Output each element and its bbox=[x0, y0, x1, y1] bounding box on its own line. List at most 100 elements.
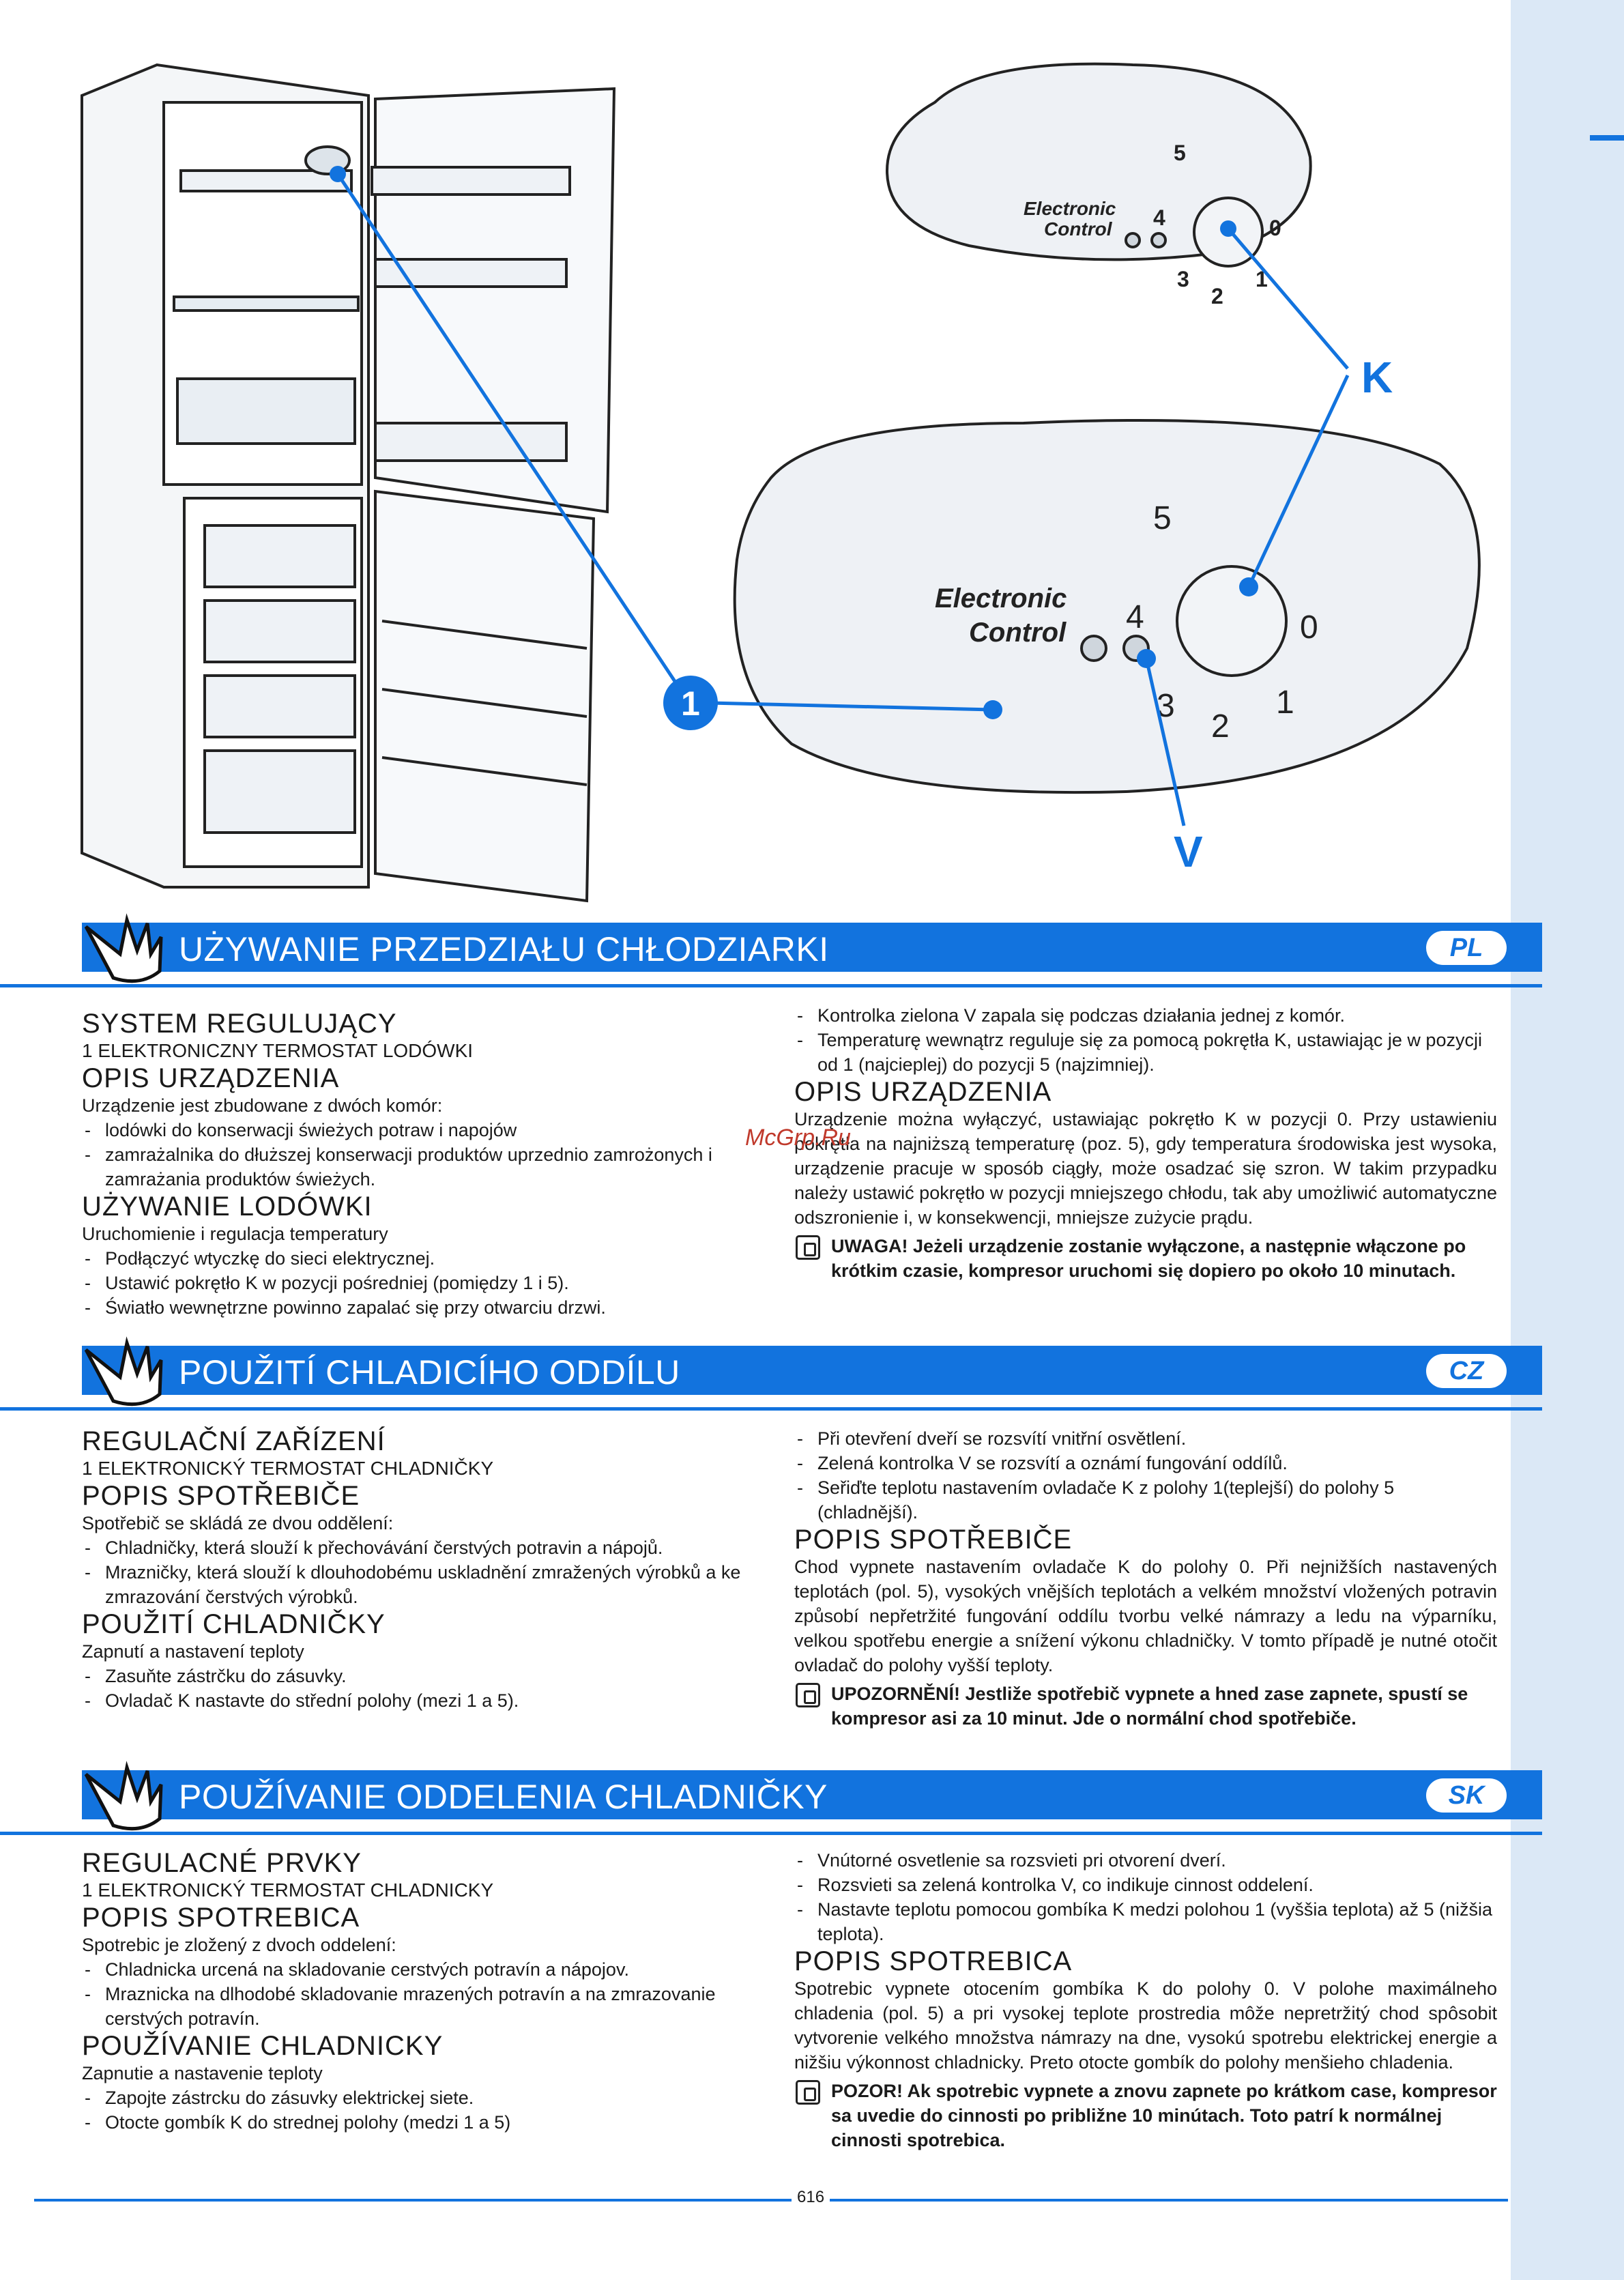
heading-description: OPIS URZĄDZENIA bbox=[82, 1063, 340, 1093]
indicator-list: Vnútorné osvetlenie sa rozsvieti pri otv… bbox=[794, 1848, 1497, 1946]
large-dial-num-1: 1 bbox=[1276, 684, 1294, 721]
hand-icon bbox=[84, 913, 163, 983]
header-underline bbox=[0, 984, 1542, 987]
large-dial-num-4: 4 bbox=[1126, 599, 1144, 635]
small-dial-brand-line2: Control bbox=[1044, 218, 1113, 240]
list-item: lodówki do konserwacji świeżych potraw i… bbox=[82, 1118, 785, 1142]
large-dial-num-5: 5 bbox=[1153, 500, 1172, 536]
list-item: Při otevření dveří se rozsvítí vnitřní o… bbox=[794, 1426, 1497, 1451]
warning-note: UWAGA! Jeżeli urządzenie zostanie wyłącz… bbox=[794, 1234, 1497, 1283]
subheading-thermostat: 1 ELEKTRONICKÝ TERMOSTAT CHLADNIČKY bbox=[82, 1458, 494, 1479]
warning-icon bbox=[796, 1683, 820, 1707]
description-text: Urządzenie można wyłączyć, ustawiając po… bbox=[794, 1109, 1497, 1228]
list-item: Zapojte zástrcku do zásuvky elektrickej … bbox=[82, 2086, 785, 2110]
list-item: Temperaturę wewnątrz reguluje się za pom… bbox=[794, 1028, 1497, 1077]
language-badge: CZ bbox=[1426, 1354, 1507, 1388]
description-text: Spotrebic je zložený z dvoch oddelení: bbox=[82, 1935, 396, 1955]
list-item: Seřiďte teplotu nastavením ovladače K z … bbox=[794, 1475, 1497, 1525]
heading-usage: POUŽITÍ CHLADNIČKY bbox=[82, 1609, 386, 1639]
warning-text: POZOR! Ak spotrebic vypnete a znovu zapn… bbox=[831, 2081, 1497, 2150]
callout-k-label: K bbox=[1361, 353, 1393, 402]
usage-text: Zapnutie a nastavenie teploty bbox=[82, 2063, 323, 2083]
section-title: POUŽITÍ CHLADICÍHO ODDÍLU bbox=[179, 1353, 680, 1391]
list-item: Kontrolka zielona V zapala się podczas d… bbox=[794, 1003, 1497, 1028]
warning-note: UPOZORNĚNÍ! Jestliže spotřebič vypnete a… bbox=[794, 1682, 1497, 1731]
watermark: McGrp.Ru bbox=[745, 1125, 851, 1151]
warning-note: POZOR! Ak spotrebic vypnete a znovu zapn… bbox=[794, 2079, 1497, 2152]
hand-icon bbox=[84, 1336, 163, 1406]
fridge-drawing bbox=[81, 63, 616, 903]
description-list: lodówki do konserwacji świeżych potraw i… bbox=[82, 1118, 785, 1192]
small-dial-num-3: 3 bbox=[1177, 267, 1189, 291]
section-header-cz: POUŽITÍ CHLADICÍHO ODDÍLU CZ bbox=[0, 1336, 1542, 1411]
description-list: Chladničky, která slouží k přechovávání … bbox=[82, 1535, 785, 1609]
footer-line bbox=[34, 2199, 1508, 2202]
subheading-thermostat: 1 ELEKTRONICZNY TERMOSTAT LODÓWKI bbox=[82, 1040, 474, 1061]
list-item: Ustawić pokrętło K w pozycji pośredniej … bbox=[82, 1271, 785, 1295]
list-item: Zelená kontrolka V se rozsvítí a oznámí … bbox=[794, 1451, 1497, 1475]
usage-text: Uruchomienie i regulacja temperatury bbox=[82, 1224, 388, 1244]
list-item: Chladnicka urcená na skladovanie cerstvý… bbox=[82, 1957, 785, 1982]
list-item: Otocte gombík K do strednej polohy (medz… bbox=[82, 2110, 785, 2135]
section-header-sk: POUŽÍVANIE ODDELENIA CHLADNIČKY SK bbox=[0, 1761, 1542, 1835]
heading-description: POPIS SPOTREBICA bbox=[794, 1946, 1073, 1976]
callout-v-label: V bbox=[1174, 827, 1203, 876]
usage-text: Zapnutí a nastavení teploty bbox=[82, 1641, 304, 1662]
heading-description: POPIS SPOTŘEBIČE bbox=[794, 1525, 1073, 1555]
heading-usage: UŻYWANIE LODÓWKI bbox=[82, 1192, 373, 1222]
large-dial-brand-line1: Electronic bbox=[935, 583, 1067, 614]
language-badge: PL bbox=[1426, 931, 1507, 965]
warning-text: UPOZORNĚNÍ! Jestliže spotřebič vypnete a… bbox=[831, 1684, 1468, 1729]
description-text: Spotrebic vypnete otocením gombíka K do … bbox=[794, 1978, 1497, 2073]
list-item: Mrazničky, která slouží k dlouhodobému u… bbox=[82, 1560, 785, 1609]
callout-lines bbox=[336, 173, 1350, 826]
header-bar bbox=[82, 1346, 1542, 1395]
header-underline bbox=[0, 1832, 1542, 1835]
description-text: Urządzenie jest zbudowane z dwóch komór: bbox=[82, 1095, 443, 1116]
header-underline bbox=[0, 1407, 1542, 1411]
callout-1-circle bbox=[663, 676, 718, 730]
fridge-illustration: Electronic Control 5 4 3 2 1 0 Electroni… bbox=[81, 62, 1481, 903]
list-item: Ovladač K nastavte do střední polohy (me… bbox=[82, 1688, 785, 1713]
page-number: 22 bbox=[49, 932, 81, 964]
header-bar bbox=[82, 1770, 1542, 1819]
small-dial-num-4: 4 bbox=[1153, 205, 1165, 230]
cz-left-column: REGULAČNÍ ZAŘÍZENÍ 1 ELEKTRONICKÝ TERMOS… bbox=[82, 1426, 785, 1713]
hand-icon bbox=[84, 1761, 163, 1831]
usage-list: Podłączyć wtyczkę do sieci elektrycznej.… bbox=[82, 1246, 785, 1320]
large-dial-brand-line2: Control bbox=[969, 618, 1067, 648]
list-item: Vnútorné osvetlenie sa rozsvieti pri otv… bbox=[794, 1848, 1497, 1873]
list-item: Światło wewnętrzne powinno zapalać się p… bbox=[82, 1295, 785, 1320]
warning-text: UWAGA! Jeżeli urządzenie zostanie wyłącz… bbox=[831, 1236, 1466, 1281]
description-text: Spotřebič se skládá ze dvou oddělení: bbox=[82, 1513, 394, 1533]
language-badge: SK bbox=[1426, 1778, 1507, 1813]
heading-usage: POUŽÍVANIE CHLADNICKY bbox=[82, 2031, 444, 2061]
heading-description: OPIS URZĄDZENIA bbox=[794, 1077, 1052, 1107]
side-color-strip bbox=[1511, 0, 1624, 2280]
list-item: Nastavte teplotu pomocou gombíka K medzi… bbox=[794, 1897, 1497, 1946]
description-text: Chod vypnete nastavením ovladače K do po… bbox=[794, 1557, 1497, 1675]
large-dial-num-2: 2 bbox=[1211, 708, 1230, 745]
sk-right-column: Vnútorné osvetlenie sa rozsvieti pri otv… bbox=[794, 1848, 1497, 2152]
list-item: Podłączyć wtyczkę do sieci elektrycznej. bbox=[82, 1246, 785, 1271]
large-dial-num-0: 0 bbox=[1300, 609, 1318, 646]
usage-list: Zapojte zástrcku do zásuvky elektrickej … bbox=[82, 2086, 785, 2135]
subheading-thermostat: 1 ELEKTRONICKÝ TERMOSTAT CHLADNICKY bbox=[82, 1879, 494, 1901]
heading-system: REGULAČNÍ ZAŘÍZENÍ bbox=[82, 1426, 386, 1456]
heading-system: SYSTEM REGULUJĄCY bbox=[82, 1009, 397, 1039]
heading-description: POPIS SPOTREBICA bbox=[82, 1903, 360, 1933]
header-bar bbox=[82, 923, 1542, 972]
small-dial-num-5: 5 bbox=[1174, 141, 1186, 165]
side-tab-marker bbox=[1590, 135, 1624, 141]
indicator-list: Kontrolka zielona V zapala się podczas d… bbox=[794, 1003, 1497, 1077]
heading-system: REGULACNÉ PRVKY bbox=[82, 1848, 362, 1878]
indicator-list: Při otevření dveří se rozsvítí vnitřní o… bbox=[794, 1426, 1497, 1525]
callout-dots bbox=[330, 166, 1258, 719]
small-dial-num-2: 2 bbox=[1211, 284, 1223, 308]
heading-description: POPIS SPOTŘEBIČE bbox=[82, 1481, 360, 1511]
sk-left-column: REGULACNÉ PRVKY 1 ELEKTRONICKÝ TERMOSTAT… bbox=[82, 1848, 785, 2135]
small-dial-num-0: 0 bbox=[1269, 216, 1281, 240]
footer-number: 616 bbox=[792, 2188, 830, 2207]
cz-right-column: Při otevření dveří se rozsvítí vnitřní o… bbox=[794, 1426, 1497, 1731]
pl-left-column: SYSTEM REGULUJĄCY 1 ELEKTRONICZNY TERMOS… bbox=[82, 1009, 785, 1320]
